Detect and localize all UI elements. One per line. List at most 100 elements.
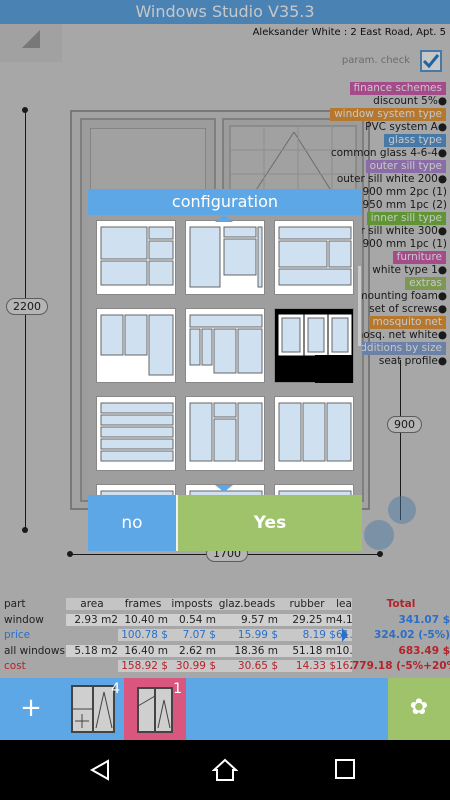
table-scroll-arrow-icon[interactable] [342, 628, 348, 642]
yes-button[interactable]: Yes [178, 495, 362, 551]
table-cell: 162. [336, 660, 352, 672]
option-text: glass type [384, 134, 446, 147]
option-text: mounting foam● [357, 290, 447, 302]
option-value[interactable]: 900 mm 2pc (1) [220, 186, 450, 199]
option-value[interactable]: discount 5%● [220, 95, 450, 108]
configuration-option[interactable] [96, 396, 176, 471]
resize-handle[interactable] [364, 520, 394, 550]
option-value[interactable]: 900 mm 1pc (1) [220, 238, 450, 251]
table-cell: part [4, 598, 26, 610]
table-cell: 2.62 m [168, 644, 216, 657]
option-header[interactable]: additions by size [220, 342, 450, 355]
height-dimension-line [25, 110, 26, 530]
option-value[interactable]: ner sill white 300● [220, 225, 450, 238]
option-text: discount 5%● [373, 95, 447, 107]
option-text: 950 mm 1pc (2) [362, 199, 447, 211]
table-cell: 7.07 $ [168, 629, 216, 641]
window-layout-icon [278, 226, 352, 286]
table-cell: 18.36 m [216, 644, 278, 657]
option-value[interactable]: outer sill white 200● [220, 173, 450, 186]
option-text: common glass 4-6-4● [330, 147, 447, 159]
add-window-button[interactable]: + [0, 678, 62, 740]
window-layout-icon [100, 402, 174, 462]
configuration-option[interactable] [185, 396, 265, 471]
option-value[interactable]: mosq. net white● [220, 329, 450, 342]
option-text: set of screws● [369, 303, 447, 315]
option-header[interactable]: extras [220, 277, 450, 290]
grid-scrollbar[interactable] [358, 266, 361, 346]
table-cell: rubber [278, 598, 336, 610]
configuration-grid [88, 215, 362, 495]
table-cell: 100.78 $ [118, 629, 168, 641]
option-text: mosquito net [368, 316, 446, 329]
scroll-down-arrow-icon[interactable] [215, 485, 233, 492]
configuration-option[interactable] [274, 308, 354, 383]
option-header[interactable]: glass type [220, 134, 450, 147]
option-header[interactable]: inner sill type [220, 212, 450, 225]
configuration-option[interactable] [274, 396, 354, 471]
configuration-option[interactable] [96, 484, 176, 495]
resize-handle[interactable] [388, 496, 416, 524]
option-header[interactable]: outer sill type [220, 160, 450, 173]
window-thumbnail-icon [71, 685, 115, 733]
height-dimension-label[interactable]: 2200 [6, 298, 48, 315]
app-root: Windows Studio V35.3 Aleksander White : … [0, 0, 450, 740]
option-text: white type 1● [372, 264, 447, 276]
option-value[interactable]: set of screws● [220, 303, 450, 316]
option-value[interactable]: common glass 4-6-4● [220, 147, 450, 160]
option-text: additions by size [349, 342, 446, 355]
table-cell: 10.40 m [118, 613, 168, 626]
param-check-checkbox[interactable] [420, 50, 442, 72]
option-header[interactable]: furniture [220, 251, 450, 264]
configuration-option[interactable] [185, 220, 265, 295]
window-layout-icon [189, 402, 263, 462]
table-cell: 158.92 $ [118, 660, 168, 672]
configuration-dialog: configuration no Yes [88, 189, 362, 551]
option-header[interactable]: finance schemes [220, 82, 450, 95]
table-cell: 0.54 m [168, 613, 216, 626]
home-icon[interactable] [212, 758, 238, 782]
table-cell: price [4, 629, 31, 641]
no-button[interactable]: no [88, 495, 178, 551]
configuration-option[interactable] [96, 308, 176, 383]
option-text: 900 mm 1pc (1) [362, 238, 447, 250]
option-value[interactable]: seat profile● [220, 355, 450, 368]
table-cell: 683.49 $ [398, 644, 450, 657]
configuration-option[interactable] [96, 220, 176, 295]
configuration-option[interactable] [185, 308, 265, 383]
option-text: 900 mm 2pc (1) [362, 186, 447, 198]
option-value[interactable]: PVC system A● [220, 121, 450, 134]
table-cell: 15.99 $ [216, 629, 278, 641]
right-height-dimension-label[interactable]: 900 [387, 416, 422, 433]
menu-corner-button[interactable] [0, 24, 62, 62]
configuration-option[interactable] [274, 220, 354, 295]
back-icon[interactable] [88, 758, 112, 782]
window-thumbnail-2[interactable]: 1 [124, 678, 186, 740]
window-thumbnail-1[interactable]: 4 [62, 678, 124, 740]
flower-button[interactable]: ✿ [388, 678, 450, 740]
option-text: ner sill white 300● [347, 225, 447, 237]
option-value[interactable]: mounting foam● [220, 290, 450, 303]
option-header[interactable]: mosquito net [220, 316, 450, 329]
option-header[interactable]: window system type [220, 108, 450, 121]
param-check-label: param. check [341, 55, 410, 66]
option-text: inner sill type [366, 212, 446, 225]
option-text: PVC system A● [365, 121, 447, 133]
table-cell: Total [386, 598, 416, 610]
configuration-option[interactable] [274, 484, 354, 495]
recents-icon[interactable] [334, 758, 356, 780]
scroll-up-arrow-icon[interactable] [215, 215, 233, 222]
option-text: finance schemes [349, 82, 446, 95]
table-cell: 30.99 $ [168, 660, 216, 672]
table-cell: 341.07 $ [398, 613, 450, 626]
bottom-toolbar: + 4 1 ✿ [0, 678, 450, 740]
corner-triangle-icon [22, 30, 40, 48]
option-value[interactable]: white type 1● [220, 264, 450, 277]
option-value[interactable]: 950 mm 1pc (2) [220, 199, 450, 212]
table-cell: 779.18 (-5%+20%) [352, 660, 450, 672]
option-text: seat profile● [378, 355, 447, 367]
